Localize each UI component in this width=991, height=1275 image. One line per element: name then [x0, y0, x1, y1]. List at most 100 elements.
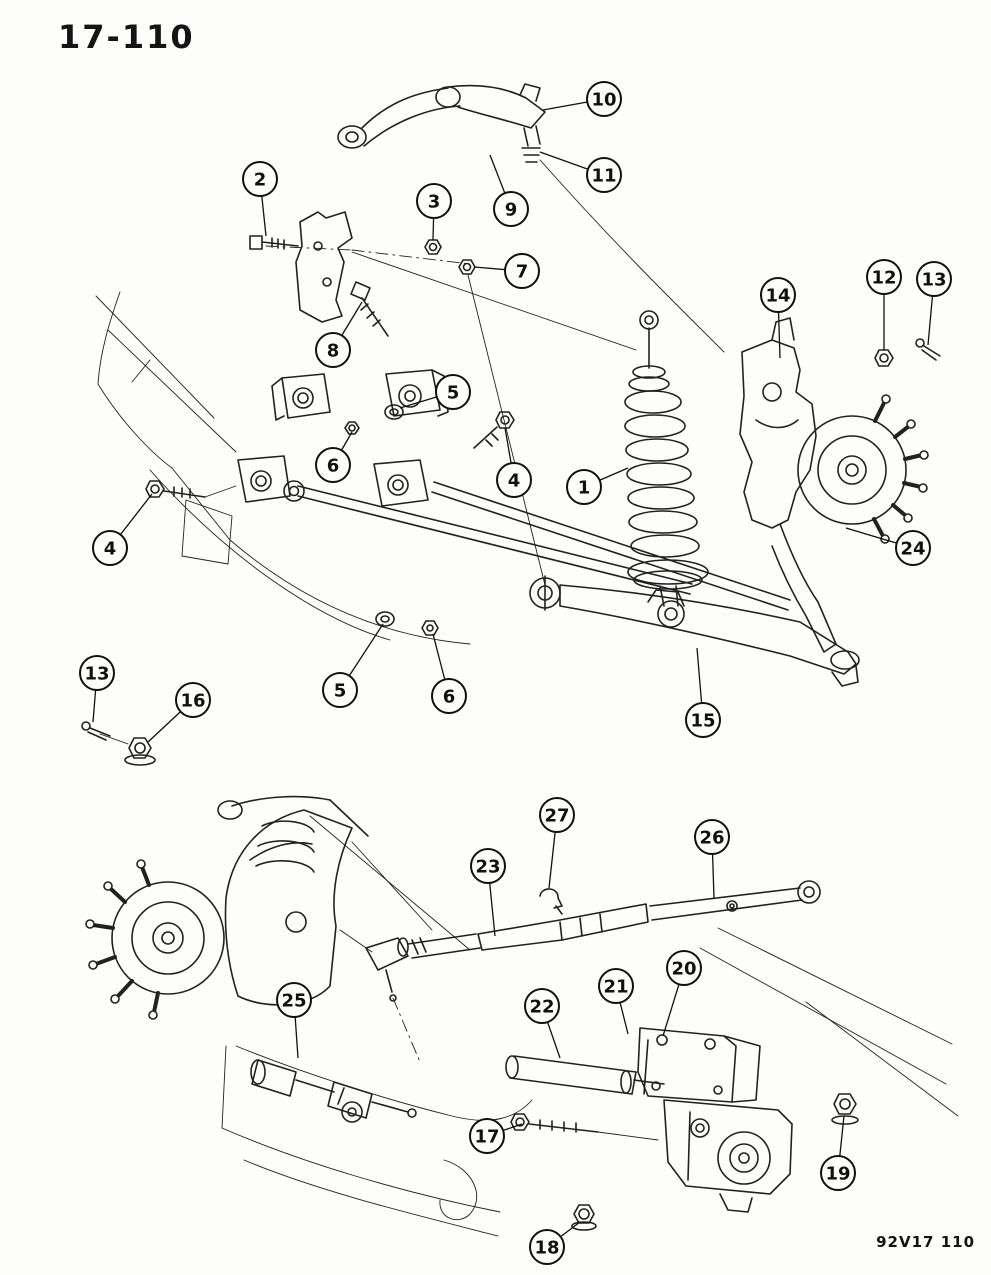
drawing-code: 92V17 110	[876, 1233, 975, 1251]
callout-number: 1	[578, 478, 591, 499]
body-sketch-upper	[95, 291, 471, 645]
callout-16: 16	[147, 682, 211, 743]
callout-number: 24	[900, 539, 925, 560]
tie-rod-assembly	[365, 880, 821, 1063]
callout-14: 14	[760, 277, 796, 359]
construction-lines	[99, 159, 725, 745]
callout-8: 8	[315, 301, 363, 368]
callout-number: 25	[281, 991, 306, 1012]
bolt-17	[510, 1113, 659, 1141]
callout-9: 9	[489, 154, 529, 227]
callout-circle	[529, 1229, 565, 1265]
callout-circle	[685, 702, 721, 738]
small-fasteners-lower	[81, 721, 859, 1231]
callout-1: 1	[566, 467, 629, 505]
callout-circle	[598, 968, 634, 1004]
hub-assembly	[797, 338, 941, 544]
callout-number: 3	[428, 192, 441, 213]
callout-circle	[322, 672, 358, 708]
callout-number: 9	[505, 200, 518, 221]
callout-number: 6	[443, 687, 456, 708]
callout-6: 6	[315, 431, 353, 483]
callout-circle	[586, 157, 622, 193]
callout-4: 4	[92, 493, 153, 566]
callout-circle	[566, 469, 602, 505]
bushings-5-6-lower	[375, 611, 439, 636]
callout-circle	[276, 982, 312, 1018]
callout-circle	[694, 819, 730, 855]
callout-circle	[493, 191, 529, 227]
callout-13: 13	[916, 261, 952, 346]
callout-circle	[469, 1118, 505, 1154]
nut-7	[458, 259, 476, 275]
callout-circle	[916, 261, 952, 297]
callout-circle	[79, 655, 115, 691]
lower-knuckle-hub	[85, 795, 471, 1020]
shock-and-bracket	[505, 1027, 761, 1103]
callout-18: 18	[529, 1221, 581, 1265]
callout-circle	[315, 332, 351, 368]
callout-number: 27	[544, 806, 569, 827]
callout-number: 17	[474, 1127, 499, 1148]
callout-number: 16	[180, 691, 205, 712]
clamp-27	[539, 888, 563, 915]
figure-number: 17-110	[58, 18, 195, 56]
callout-25: 25	[276, 982, 312, 1059]
callout-7: 7	[473, 253, 540, 289]
callout-4: 4	[496, 427, 532, 498]
callout-21: 21	[598, 968, 634, 1035]
lower-control-arm	[529, 575, 860, 687]
callout-26: 26	[694, 819, 730, 899]
callout-6: 6	[431, 633, 467, 714]
callout-circle	[524, 988, 560, 1024]
callout-number: 5	[447, 383, 460, 404]
frame-sketch-lower	[221, 1045, 533, 1237]
callout-27: 27	[539, 797, 575, 889]
callout-20: 20	[662, 950, 702, 1037]
callout-number: 15	[690, 711, 715, 732]
callout-circle	[431, 678, 467, 714]
callout-number: 23	[475, 857, 500, 878]
nut-19	[831, 1093, 859, 1125]
bushing-5-upper	[384, 404, 404, 420]
callout-15: 15	[685, 647, 721, 738]
callout-number: 12	[871, 268, 896, 289]
callout-circle	[496, 462, 532, 498]
steering-gear-body	[663, 927, 959, 1213]
callout-number: 8	[327, 341, 340, 362]
callout-number: 4	[508, 471, 521, 492]
tension-struts	[283, 480, 791, 611]
nut-3	[424, 239, 442, 255]
callout-circle	[820, 1155, 856, 1191]
stabilizer-link	[250, 1059, 417, 1123]
callout-10: 10	[542, 81, 622, 117]
clamp-brackets	[145, 369, 515, 507]
callout-circle	[435, 374, 471, 410]
callout-5: 5	[322, 623, 384, 708]
callout-circle	[92, 530, 128, 566]
callout-number: 13	[84, 664, 109, 685]
callout-circle	[539, 797, 575, 833]
callout-number: 26	[699, 828, 724, 849]
bolt-8	[350, 281, 389, 337]
callout-3: 3	[416, 183, 452, 241]
callout-24: 24	[845, 527, 931, 566]
bolt-2	[249, 235, 299, 250]
callout-12: 12	[866, 259, 902, 350]
callout-2: 2	[242, 161, 278, 237]
coil-spring-shock	[624, 310, 709, 628]
callout-circle	[504, 253, 540, 289]
callout-23: 23	[470, 848, 506, 937]
callout-circle	[175, 682, 211, 718]
diagram-artwork	[81, 83, 959, 1237]
callout-circle	[586, 81, 622, 117]
callout-number: 14	[765, 286, 790, 307]
callout-circle	[416, 183, 452, 219]
callout-number: 20	[671, 959, 696, 980]
callout-number: 6	[327, 456, 340, 477]
callout-13: 13	[79, 655, 115, 723]
nut-12	[874, 349, 894, 367]
